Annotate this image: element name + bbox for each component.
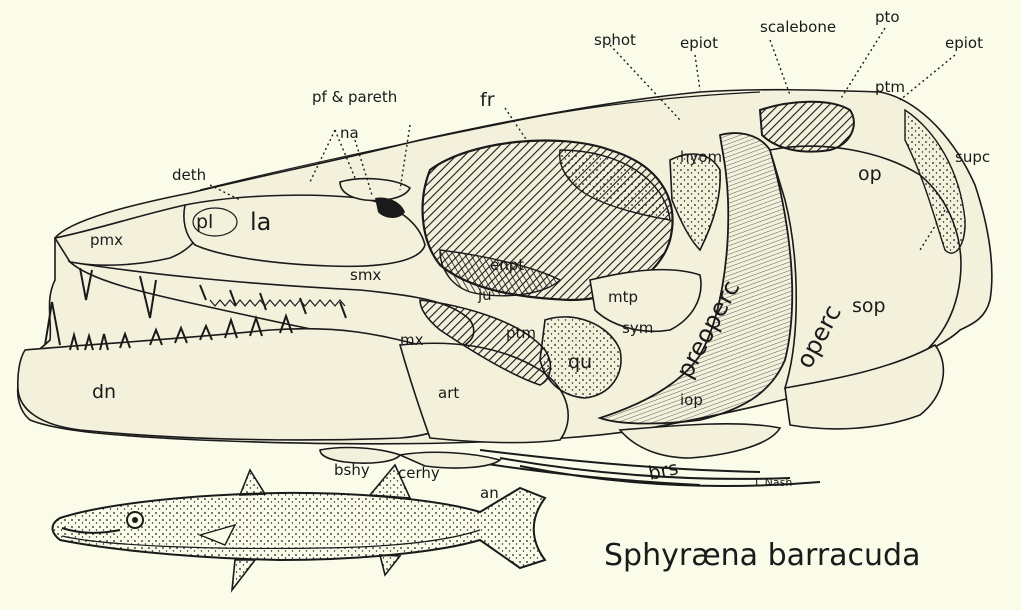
- label-brs: brs: [646, 457, 680, 485]
- label-hyom: hyom: [680, 148, 722, 166]
- label-cerhy: cerhy: [398, 464, 440, 482]
- figure-caption: Sphyræna barracuda: [604, 538, 920, 573]
- label-deth: deth: [172, 166, 206, 184]
- label-ptm-lower: ptm: [506, 324, 536, 342]
- label-mtp: mtp: [608, 288, 638, 306]
- skull-drawing: [18, 90, 992, 486]
- label-bshy: bshy: [334, 461, 370, 479]
- label-pto: pto: [875, 8, 900, 26]
- label-smx: smx: [350, 266, 381, 284]
- fish-body: [53, 488, 546, 568]
- posttemporal-dark: [760, 102, 854, 152]
- label-supc: supc: [955, 148, 990, 166]
- label-fr: fr: [480, 89, 495, 111]
- label-pl: pl: [196, 211, 213, 233]
- label-enpt: enpt: [490, 256, 524, 274]
- artist-signature: L Nash: [755, 476, 792, 489]
- label-mx: mx: [400, 331, 424, 349]
- label-sop: sop: [852, 295, 886, 317]
- label-dn: dn: [92, 381, 116, 403]
- whole-barracuda-drawing: [53, 465, 546, 590]
- label-art: art: [438, 384, 459, 402]
- label-op: op: [858, 163, 882, 185]
- label-epiot: epiot: [680, 34, 718, 52]
- label-pf-pareth: pf & pareth: [312, 88, 397, 106]
- label-scalebone: scalebone: [760, 18, 836, 36]
- interopercle-bone: [620, 424, 780, 458]
- label-sphot: sphot: [594, 31, 636, 49]
- label-an: an: [480, 484, 499, 502]
- label-pmx: pmx: [90, 231, 123, 249]
- label-sym: sym: [622, 319, 653, 337]
- label-na: na: [340, 124, 359, 142]
- label-ptm: ptm: [875, 78, 905, 96]
- label-ju: ju: [477, 286, 492, 304]
- label-la: la: [250, 208, 271, 236]
- label-qu: qu: [568, 351, 592, 373]
- label-iop: iop: [680, 391, 703, 409]
- label-epiot-2: epiot: [945, 34, 983, 52]
